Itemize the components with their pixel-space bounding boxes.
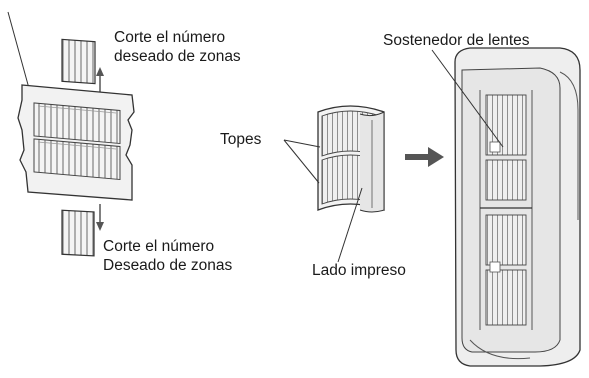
printed-side-leader-line	[337, 187, 363, 263]
detector-housing	[454, 47, 581, 367]
label-lens-holder: Sostenedor de lentes	[383, 32, 530, 49]
label-printed-side: Lado impreso	[312, 262, 406, 279]
arrow-up-icon	[96, 67, 104, 94]
lens-holder-leader-line	[431, 49, 504, 148]
label-stoppers: Topes	[220, 131, 262, 148]
label-cut-zones-top-line1: Corte el número	[114, 29, 226, 46]
lens-leader-line	[7, 11, 31, 93]
arrow-right-icon	[405, 147, 444, 167]
label-cut-zones-top-line2: deseado de zonas	[114, 48, 241, 65]
curved-lens	[317, 105, 385, 213]
stoppers-leader-lines	[283, 139, 321, 184]
cut-strip-top	[61, 38, 96, 85]
label-cut-zones-bottom-line2: Deseado de zonas	[103, 257, 233, 274]
flat-lens-panel	[17, 84, 135, 201]
label-cut-zones-bottom-line1: Corte el número	[103, 238, 215, 255]
cut-strip-bottom	[61, 209, 95, 257]
arrow-down-icon	[96, 204, 104, 231]
